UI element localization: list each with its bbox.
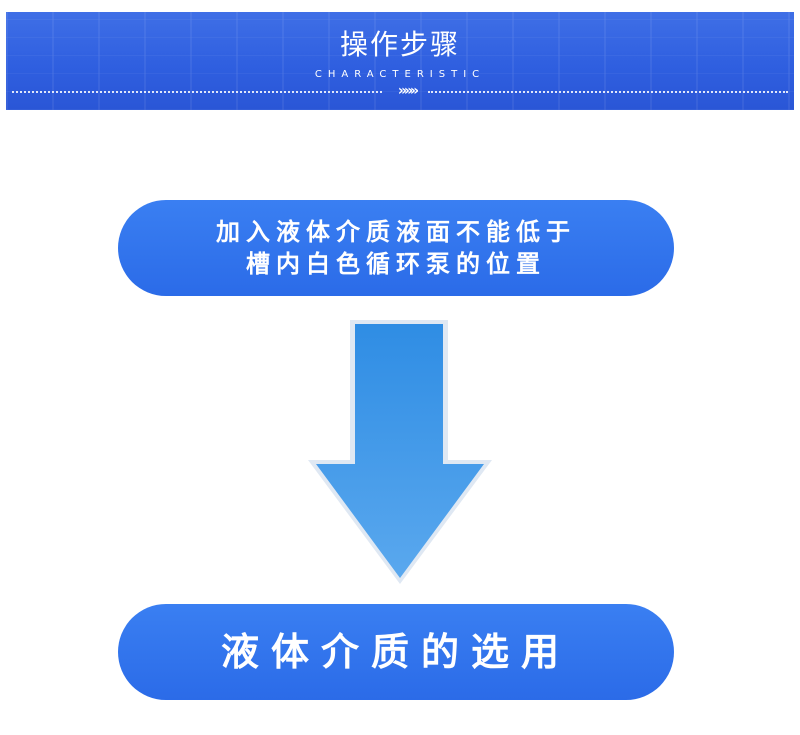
step-1-line-2: 槽内白色循环泵的位置	[246, 250, 546, 278]
header-banner: 操作步骤 CHARACTERISTIC »»»	[6, 12, 794, 110]
banner-divider-right	[428, 91, 788, 93]
banner-background-pattern	[6, 12, 794, 110]
step-2-box: 液体介质的选用	[118, 604, 674, 700]
step-1-box: 加入液体介质液面不能低于 槽内白色循环泵的位置	[118, 200, 674, 296]
banner-divider-left	[12, 91, 382, 93]
arrow-fill	[316, 324, 484, 578]
step-1-line-1: 加入液体介质液面不能低于	[216, 218, 576, 246]
banner-title: 操作步骤	[339, 28, 460, 61]
banner-subtitle: CHARACTERISTIC	[314, 69, 486, 80]
arrow-down-icon	[308, 320, 492, 584]
step-2-line-1: 液体介质的选用	[220, 630, 571, 674]
chevrons-right-icon: »»»	[397, 83, 419, 99]
